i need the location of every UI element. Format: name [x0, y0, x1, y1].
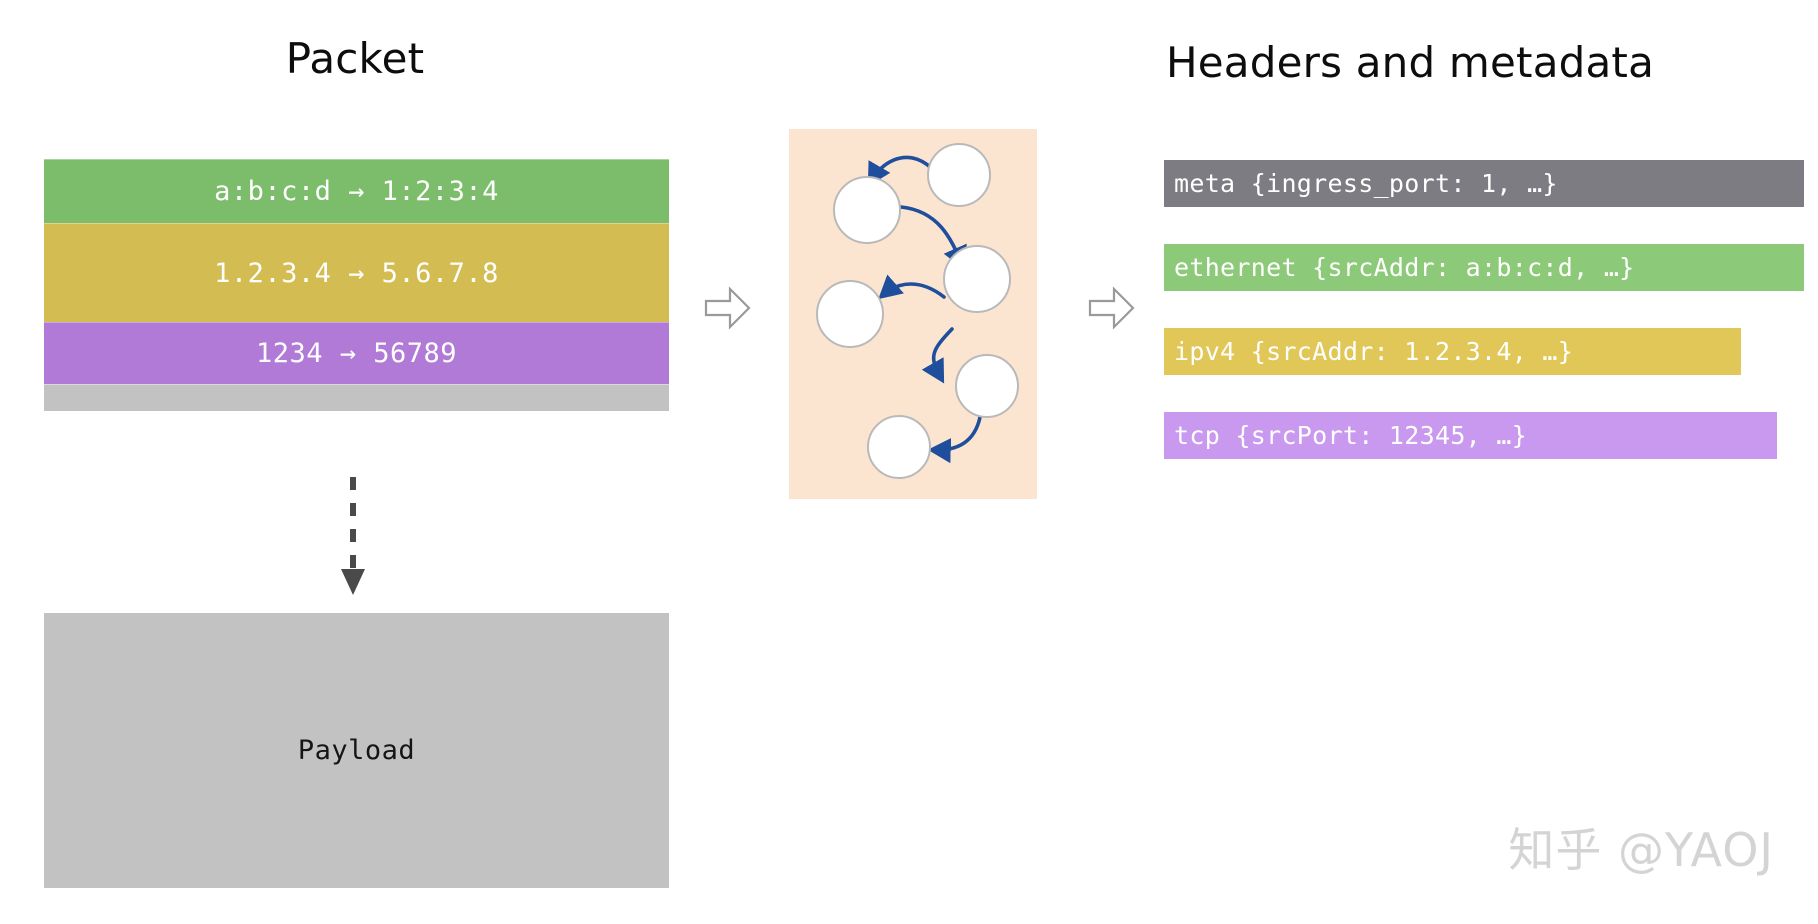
- payload-label: Payload: [297, 735, 416, 766]
- packet-layer-tcp: 1234 → 56789: [44, 322, 669, 384]
- pipeline-graph: [816, 143, 1019, 479]
- pipeline-edge-1: [867, 155, 937, 187]
- pipeline-box: [789, 129, 1037, 499]
- pipeline-node-4: [816, 280, 884, 348]
- header-bar-ethernet-label: ethernet {srcAddr: a:b:c:d, …}: [1174, 253, 1635, 282]
- packet-section-title: Packet: [285, 34, 425, 83]
- pipeline-edge-4: [921, 327, 954, 384]
- packet-stack: a:b:c:d → 1:2:3:4 1.2.3.4 → 5.6.7.8 1234…: [44, 159, 669, 411]
- header-bar-meta: meta {ingress_port: 1, …}: [1164, 160, 1804, 207]
- pipeline-node-6: [867, 415, 931, 479]
- headers-metadata-list: meta {ingress_port: 1, …} ethernet {srcA…: [1164, 160, 1804, 459]
- watermark: 知乎 @YAOJ: [1508, 823, 1774, 877]
- pipeline-node-3: [943, 245, 1011, 313]
- header-bar-meta-label: meta {ingress_port: 1, …}: [1174, 169, 1558, 198]
- pipeline-node-2: [833, 176, 901, 244]
- header-bar-ethernet: ethernet {srcAddr: a:b:c:d, …}: [1164, 244, 1804, 291]
- packet-layer-ethernet-label: a:b:c:d → 1:2:3:4: [214, 176, 499, 207]
- pipeline-node-5: [955, 354, 1019, 418]
- header-bar-ipv4: ipv4 {srcAddr: 1.2.3.4, …}: [1164, 328, 1741, 375]
- packet-layer-tcp-label: 1234 → 56789: [255, 338, 458, 369]
- block-arrow-right-icon-2: [1088, 286, 1135, 330]
- pipeline-edge-3: [878, 274, 946, 300]
- block-arrow-right-icon-1: [704, 286, 751, 330]
- headers-metadata-section-title: Headers and metadata: [1165, 38, 1655, 87]
- header-bar-tcp: tcp {srcPort: 12345, …}: [1164, 412, 1777, 459]
- packet-payload-stub: [44, 384, 669, 411]
- payload-box: Payload: [44, 613, 669, 888]
- header-bar-ipv4-label: ipv4 {srcAddr: 1.2.3.4, …}: [1174, 337, 1574, 366]
- pipeline-node-1: [927, 143, 991, 207]
- dashed-arrow-down-icon: [341, 477, 365, 595]
- header-bar-tcp-label: tcp {srcPort: 12345, …}: [1174, 421, 1528, 450]
- packet-layer-ethernet: a:b:c:d → 1:2:3:4: [44, 159, 669, 223]
- packet-layer-ipv4-label: 1.2.3.4 → 5.6.7.8: [214, 257, 499, 289]
- packet-layer-ipv4: 1.2.3.4 → 5.6.7.8: [44, 223, 669, 322]
- pipeline-edge-5: [927, 410, 983, 464]
